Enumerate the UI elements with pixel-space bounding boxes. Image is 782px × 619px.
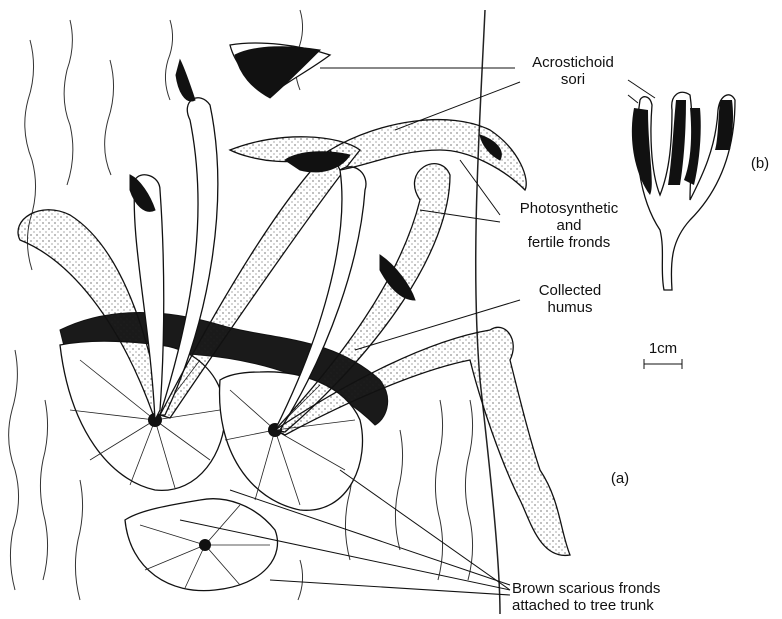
acrostichoid-line1: Acrostichoid (515, 54, 631, 71)
acrostichoid-line2: sori (515, 71, 631, 88)
scale-bar (644, 359, 682, 369)
humus-line2: humus (520, 299, 620, 316)
panel-b-label: (b) (740, 155, 780, 172)
scale-label: 1cm (640, 340, 686, 357)
photosynthetic-fronds-label: Photosynthetic and fertile fronds (504, 200, 634, 251)
brown-scarious-fronds-label: Brown scarious fronds attached to tree t… (512, 580, 692, 614)
panel-a-label: (a) (600, 470, 640, 487)
brown-line1: Brown scarious fronds (512, 580, 692, 597)
humus-line1: Collected (520, 282, 620, 299)
photosynthetic-line1: Photosynthetic (504, 200, 634, 217)
acrostichoid-sori-label: Acrostichoid sori (515, 54, 631, 88)
collected-humus-label: Collected humus (520, 282, 620, 316)
photosynthetic-line3: fertile fronds (504, 234, 634, 251)
photosynthetic-line2: and (504, 217, 634, 234)
brown-line2: attached to tree trunk (512, 597, 692, 614)
frond-center (199, 539, 211, 551)
